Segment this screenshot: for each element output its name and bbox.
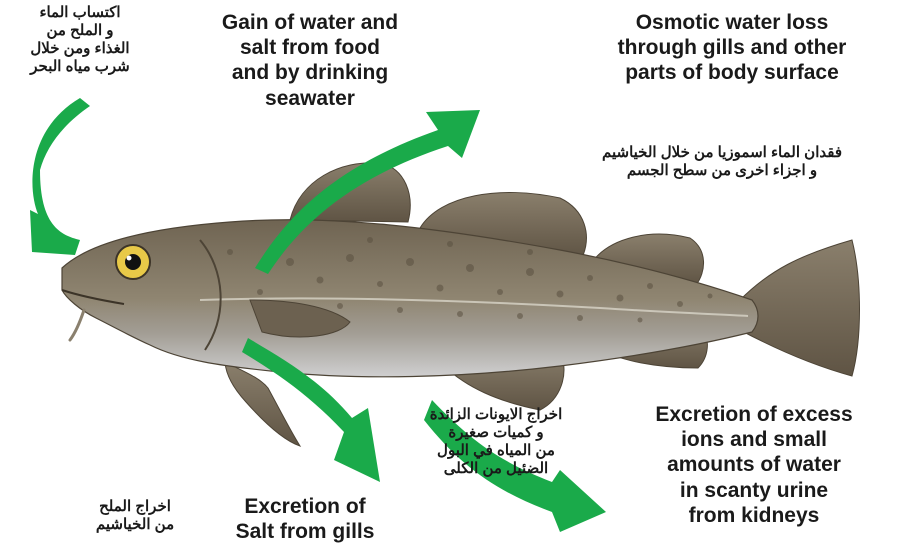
label-excretion-gills-en: Excretion of Salt from gills <box>200 494 410 544</box>
label-osmotic-ar: فقدان الماء اسموزيا من خلال الخياشيم و ا… <box>546 144 898 180</box>
label-excretion-gills-ar: اخراج الملح من الخياشيم <box>70 498 200 534</box>
label-excretion-gills-en-wrap: Excretion of Salt from gills <box>200 494 410 558</box>
label-osmotic-en-wrap: Osmotic water loss through gills and oth… <box>566 10 898 110</box>
label-osmotic-en: Osmotic water loss through gills and oth… <box>566 10 898 86</box>
label-excretion-kidney-ar-wrap: اخراج الايونات الزائدة و كميات صغيرة من … <box>396 406 596 532</box>
label-gain-en-wrap: Gain of water and salt from food and by … <box>180 10 440 140</box>
label-excretion-kidney-ar: اخراج الايونات الزائدة و كميات صغيرة من … <box>396 406 596 478</box>
label-gain-en: Gain of water and salt from food and by … <box>180 10 440 111</box>
label-gain-ar-wrap: اكتساب الماء و الملح من الغذاء ومن خلال … <box>0 4 160 124</box>
label-excretion-gills-ar-wrap: اخراج الملح من الخياشيم <box>70 498 200 558</box>
label-excretion-kidney-en-wrap: Excretion of excess ions and small amoun… <box>610 402 898 558</box>
label-excretion-kidney-en: Excretion of excess ions and small amoun… <box>610 402 898 528</box>
tail-fin <box>740 240 860 376</box>
eye-highlight <box>127 256 132 261</box>
label-osmotic-ar-wrap: فقدان الماء اسموزيا من خلال الخياشيم و ا… <box>546 144 898 198</box>
barbel <box>70 310 84 340</box>
label-gain-ar: اكتساب الماء و الملح من الغذاء ومن خلال … <box>0 4 160 76</box>
